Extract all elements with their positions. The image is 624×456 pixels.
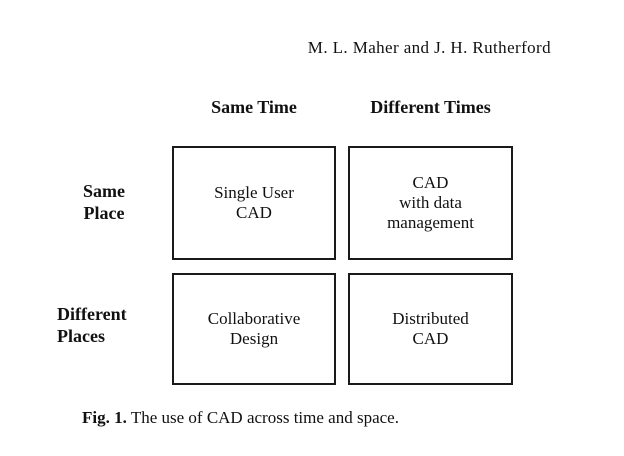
cell-text-line: CAD — [412, 329, 449, 348]
row-header-line: Different — [57, 304, 127, 324]
cell-text-line: Collaborative — [207, 309, 301, 328]
cell-text-line: Design — [229, 329, 279, 348]
cell-collaborative-design: Collaborative Design — [172, 273, 336, 385]
cell-text-line: management — [387, 213, 474, 232]
cell-single-user-cad: Single User CAD — [172, 146, 336, 260]
row-header-same-place: Same Place — [62, 180, 146, 224]
figure-label: Fig. 1. — [82, 408, 127, 427]
cell-distributed-cad: Distributed CAD — [348, 273, 513, 385]
cell-text-line: CAD — [412, 173, 449, 192]
row-header-different-places: Different Places — [57, 303, 127, 347]
cell-cad-data-management: CAD with data management — [348, 146, 513, 260]
figure-caption: Fig. 1. The use of CAD across time and s… — [82, 408, 399, 428]
row-header-line: Places — [57, 326, 105, 346]
running-header-authors: M. L. Maher and J. H. Rutherford — [307, 38, 551, 57]
row-header-line: Place — [83, 203, 125, 223]
row-header-line: Same — [83, 181, 125, 201]
cell-text-line: Single User — [214, 183, 294, 202]
column-header-same-time: Same Time — [211, 97, 297, 117]
cell-text-line: CAD — [236, 203, 272, 222]
cell-text-line: Distributed — [392, 309, 469, 328]
column-header-different-times: Different Times — [370, 97, 491, 117]
figure-caption-text: The use of CAD across time and space. — [130, 408, 399, 427]
cell-text-line: with data — [399, 193, 462, 212]
